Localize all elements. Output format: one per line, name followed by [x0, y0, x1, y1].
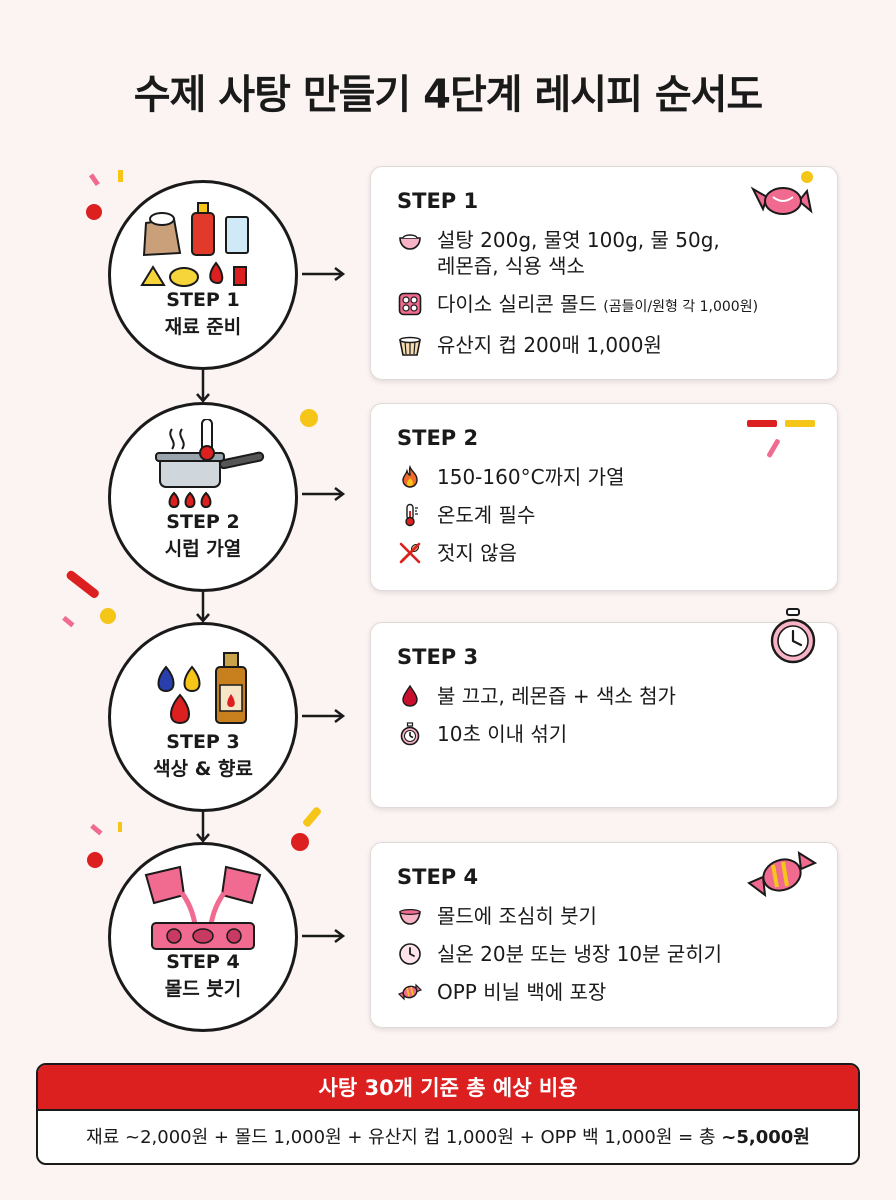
candy-icon [397, 979, 423, 1005]
item-text: 유산지 컵 200매 1,000원 [437, 333, 662, 357]
item-text: 온도계 필수 [437, 503, 536, 527]
list-item: 실온 20분 또는 냉장 10분 굳히기 [397, 941, 813, 967]
circle-step-label: STEP 4 [166, 951, 240, 973]
item-text: OPP 비닐 백에 포장 [437, 980, 607, 1004]
drop-icon [397, 683, 423, 709]
circle-step-name: 재료 준비 [164, 316, 242, 338]
confetti-decoration [747, 420, 815, 458]
list-item: 온도계 필수 [397, 502, 813, 528]
stopwatch-icon [397, 721, 423, 747]
step-2-circle: STEP 2 시럽 가열 [108, 402, 298, 592]
cost-summary: 사탕 30개 기준 총 예상 비용 재료 ~2,000원 + 몰드 1,000원… [36, 1063, 860, 1165]
right-arrow-connector [302, 487, 346, 501]
step-2-card: STEP 2 150-160°C까지 가열 온도계 필수 젓지 않음 [370, 403, 838, 591]
step-1-card: STEP 1 설탕 200g, 물엿 100g, 물 50g, 레몬즙, 식용 … [370, 166, 838, 380]
cost-total: ~5,000원 [721, 1127, 810, 1148]
circle-step-label: STEP 2 [166, 511, 240, 533]
item-note: (곰들이/원형 각 1,000원) [603, 299, 759, 315]
list-item: 설탕 200g, 물엿 100g, 물 50g, 레몬즙, 식용 색소 [397, 227, 813, 279]
cost-breakdown: 재료 ~2,000원 + 몰드 1,000원 + 유산지 컵 1,000원 + … [86, 1127, 722, 1148]
ingredients-illustration [140, 202, 249, 287]
item-text: 불 끄고, 레몬즙 + 색소 첨가 [437, 684, 676, 708]
circle-step-name: 몰드 붓기 [164, 978, 242, 1000]
card-title: STEP 1 [397, 189, 479, 213]
list-item: 젓지 않음 [397, 540, 813, 566]
color-drops-illustration [157, 652, 247, 725]
cost-summary-header: 사탕 30개 기준 총 예상 비용 [38, 1065, 858, 1111]
pouring-mold-illustration [144, 865, 262, 950]
confetti-decoration [291, 807, 321, 851]
list-item: 150-160°C까지 가열 [397, 464, 813, 490]
circle-step-name: 시럽 가열 [164, 538, 242, 560]
step-3-card: STEP 3 불 끄고, 레몬즙 + 색소 첨가 10초 이내 섞기 [370, 608, 838, 808]
clock-icon [397, 941, 423, 967]
confetti-decoration [86, 170, 123, 220]
item-text: 다이소 실리콘 몰드 [437, 292, 604, 316]
confetti-decoration [62, 570, 116, 628]
item-text: 젓지 않음 [437, 541, 517, 565]
step-1-circle: STEP 1 재료 준비 [108, 180, 298, 370]
card-title: STEP 3 [397, 645, 479, 669]
no-stir-icon [397, 540, 423, 566]
page-title: 수제 사탕 만들기 4단계 레시피 순서도 [133, 72, 763, 118]
cupcake-liner-icon [397, 332, 423, 358]
bowl-icon [397, 227, 423, 253]
thermometer-icon [397, 502, 423, 528]
list-item: 몰드에 조심히 붓기 [397, 903, 813, 929]
step-4-circle: STEP 4 몰드 붓기 [108, 842, 298, 1032]
right-arrow-connector [302, 709, 346, 723]
right-arrow-connector [302, 929, 346, 943]
candy-icon [747, 851, 818, 898]
bowl-icon [397, 903, 423, 929]
list-item: 다이소 실리콘 몰드 (곰들이/원형 각 1,000원) [397, 291, 813, 320]
pot-heating-illustration [155, 419, 265, 509]
step-3-circle: STEP 3 색상 & 향료 [108, 622, 298, 812]
fire-icon [397, 464, 423, 490]
item-text: 10초 이내 섞기 [437, 722, 568, 746]
list-item: 유산지 컵 200매 1,000원 [397, 332, 813, 358]
mold-icon [397, 291, 423, 317]
stopwatch-icon [770, 608, 816, 664]
card-title: STEP 4 [397, 865, 479, 889]
circle-step-label: STEP 1 [166, 289, 240, 311]
list-item: 불 끄고, 레몬즙 + 색소 첨가 [397, 683, 813, 709]
card-title: STEP 2 [397, 426, 479, 450]
item-text: 150-160°C까지 가열 [437, 465, 625, 489]
circle-step-label: STEP 3 [166, 731, 240, 753]
candy-icon [750, 171, 813, 215]
item-text: 실온 20분 또는 냉장 10분 굳히기 [437, 942, 723, 966]
down-arrow-connector [196, 812, 210, 843]
right-arrow-connector [302, 267, 346, 281]
list-item: OPP 비닐 백에 포장 [397, 979, 813, 1005]
item-text: 설탕 200g, 물엿 100g, 물 50g, 레몬즙, 식용 색소 [437, 228, 720, 278]
confetti-decoration [300, 409, 318, 427]
item-text: 몰드에 조심히 붓기 [437, 904, 597, 928]
down-arrow-connector [196, 592, 210, 623]
circle-step-name: 색상 & 향료 [153, 758, 253, 780]
list-item: 10초 이내 섞기 [397, 721, 813, 747]
step-4-card: STEP 4 몰드에 조심히 붓기 실온 20분 또는 냉장 10분 굳히기 O… [370, 842, 838, 1028]
down-arrow-connector [196, 370, 210, 403]
confetti-decoration [87, 822, 122, 868]
cost-summary-body: 재료 ~2,000원 + 몰드 1,000원 + 유산지 컵 1,000원 + … [38, 1111, 858, 1163]
